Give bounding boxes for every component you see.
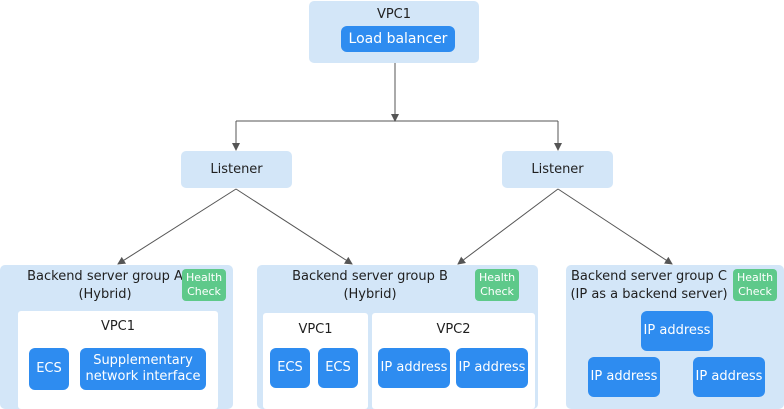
group-b-title: Backend server group B (Hybrid) [292, 269, 448, 302]
group-a-supplementary-interface-node: Supplementary network interface [80, 348, 206, 390]
group-a-title: Backend server group A (Hybrid) [27, 269, 183, 302]
group-b-vpc1-label: VPC1 [298, 322, 333, 337]
group-c-ip-address-node-1: IP address [641, 311, 713, 351]
group-a-health-check-badge: Health Check [182, 269, 226, 301]
group-b-vpc2-label: VPC2 [436, 322, 471, 337]
group-c-title: Backend server group C (IP as a backend … [570, 269, 728, 302]
group-c-health-check-badge: Health Check [733, 269, 777, 301]
listener-left-to-group-a-line [117, 188, 237, 265]
load-balancer-node: Load balancer [341, 26, 455, 52]
group-c-ip-address-node-2: IP address [588, 357, 660, 397]
group-b-ecs-node-2: ECS [318, 348, 358, 388]
listener-left-to-group-b-line [235, 188, 353, 265]
listener-right-to-group-b-line [457, 188, 559, 265]
listener-right-to-group-c-line [557, 188, 673, 265]
group-c-ip-address-node-3: IP address [693, 357, 765, 397]
group-b-health-check-badge: Health Check [475, 269, 519, 301]
group-a-vpc-label: VPC1 [100, 319, 136, 334]
listener-left-node: Listener [181, 151, 292, 188]
listener-right-node: Listener [502, 151, 613, 188]
group-a-ecs-node: ECS [29, 348, 69, 390]
group-b-ip-address-node-1: IP address [378, 348, 450, 388]
group-b-ip-address-node-2: IP address [456, 348, 528, 388]
group-b-ecs-node-1: ECS [270, 348, 310, 388]
top-vpc-label: VPC1 [376, 7, 412, 22]
